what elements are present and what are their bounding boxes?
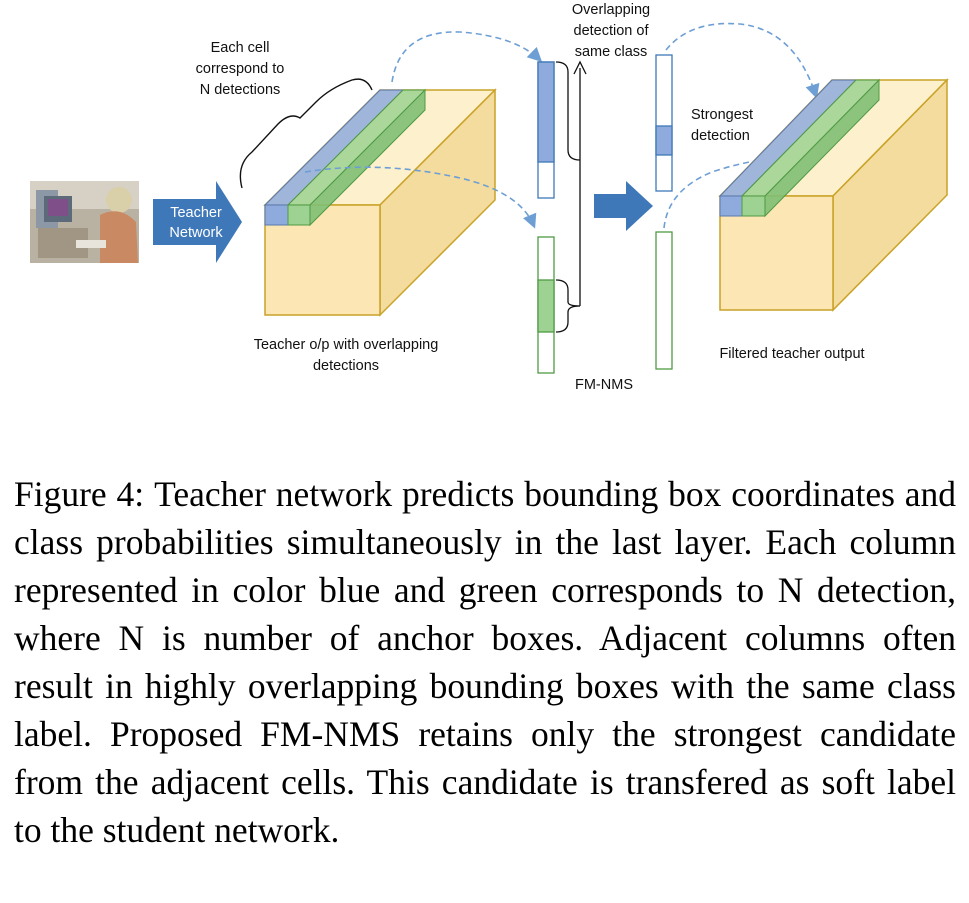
teacher-output-label-line2: detections <box>313 358 379 374</box>
overlapping-note-line2: detection of <box>574 23 650 39</box>
fm-nms-connector-head <box>573 60 587 75</box>
filtered-green-column-2 <box>764 78 880 218</box>
teacher-network-label-line1: Teacher <box>170 205 222 221</box>
green-column-2 <box>309 88 426 227</box>
cell-note-line2: correspond to <box>196 61 285 77</box>
brace-blue <box>555 61 581 161</box>
dashed-arrow-green <box>304 166 537 229</box>
strongest-label-line2: detection <box>691 128 750 144</box>
caption-text: Teacher network predicts bounding box co… <box>14 474 956 850</box>
fm-nms-arrow <box>594 181 653 231</box>
teacher-output-block <box>263 88 497 317</box>
input-photo <box>30 181 139 263</box>
detection-vector-blue <box>537 61 555 199</box>
filtered-output-label: Filtered teacher output <box>719 346 864 362</box>
filtered-vector-green <box>655 231 673 370</box>
strongest-label-line1: Strongest <box>691 107 753 123</box>
overlapping-note-line1: Overlapping <box>572 2 650 18</box>
dashed-arrow-to-blue <box>665 22 820 99</box>
teacher-network-arrow: Teacher Network <box>153 181 242 263</box>
cell-note-line3: N detections <box>200 82 281 98</box>
dashed-arrow-blue <box>391 31 543 83</box>
fm-nms-label: FM-NMS <box>575 377 633 393</box>
filtered-output-block <box>718 78 949 312</box>
brace-green <box>555 279 581 333</box>
filtered-vector-blue <box>655 54 673 192</box>
detection-vector-green <box>537 236 555 374</box>
figure-caption: Figure 4:Teacher network predicts boundi… <box>14 470 956 854</box>
caption-label: Figure 4: <box>14 474 145 514</box>
figure-diagram: Teacher Network Each cell correspond to … <box>30 2 949 393</box>
cell-brace <box>239 78 373 189</box>
cell-note-line1: Each cell <box>211 40 270 56</box>
overlapping-note-line3: same class <box>575 44 648 60</box>
teacher-network-label-line2: Network <box>169 225 223 241</box>
teacher-output-label-line1: Teacher o/p with overlapping <box>254 337 439 353</box>
